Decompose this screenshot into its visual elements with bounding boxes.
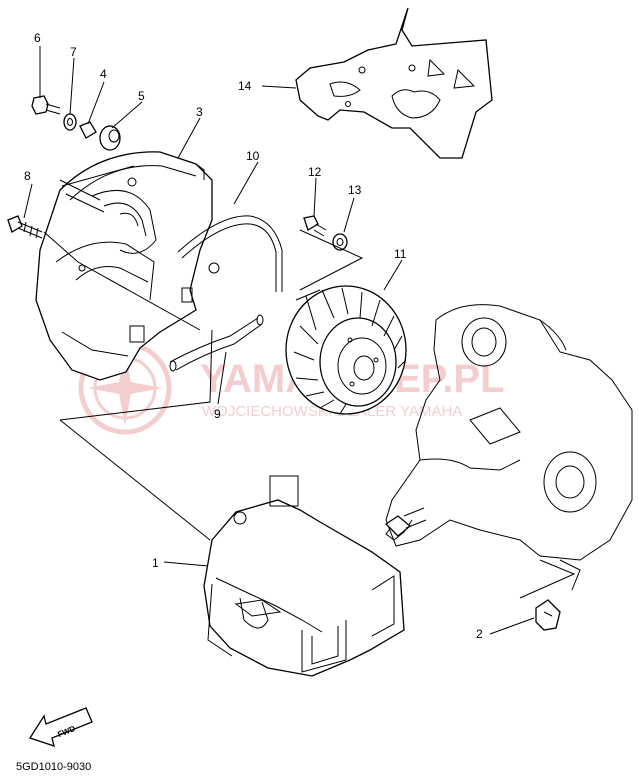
part-bolt-engine bbox=[384, 507, 427, 537]
part-8-screw bbox=[7, 215, 43, 239]
leader-lines bbox=[23, 46, 535, 635]
part-10-hose bbox=[177, 215, 283, 292]
part-7-washer bbox=[63, 113, 77, 131]
part-3-air-shroud bbox=[35, 151, 220, 381]
diagram-code: 5GD1010-9030 bbox=[16, 761, 91, 773]
callout-12: 12 bbox=[308, 165, 322, 179]
callout-4: 4 bbox=[100, 67, 107, 81]
part-4-collar bbox=[79, 121, 97, 139]
callout-11: 11 bbox=[394, 247, 407, 261]
part-9-hose bbox=[169, 314, 264, 372]
callout-2: 2 bbox=[476, 627, 483, 641]
callout-1: 1 bbox=[152, 556, 159, 570]
part-1-lower-shroud bbox=[203, 475, 405, 677]
callout-3: 3 bbox=[196, 105, 203, 119]
callout-8: 8 bbox=[24, 169, 31, 183]
fwd-arrow: FWD bbox=[29, 707, 93, 747]
callout-9: 9 bbox=[214, 407, 221, 421]
part-6-bolt bbox=[31, 95, 61, 115]
part-2-clip bbox=[535, 599, 561, 631]
engine-crankcase bbox=[385, 304, 633, 591]
part-14-gasket bbox=[295, 7, 493, 159]
callout-14: 14 bbox=[238, 79, 252, 93]
callout-13: 13 bbox=[348, 183, 362, 197]
callout-7: 7 bbox=[70, 45, 77, 59]
callout-5: 5 bbox=[138, 89, 145, 103]
callout-10: 10 bbox=[246, 149, 260, 163]
callout-6: 6 bbox=[34, 31, 41, 45]
part-11-cooling-fan bbox=[285, 285, 407, 415]
part-12-bolt bbox=[303, 215, 327, 237]
callouts: 6 7 4 5 3 8 10 12 13 11 14 9 1 2 bbox=[24, 31, 483, 641]
assembly-lines bbox=[43, 165, 576, 599]
part-5-grommet bbox=[99, 125, 121, 151]
